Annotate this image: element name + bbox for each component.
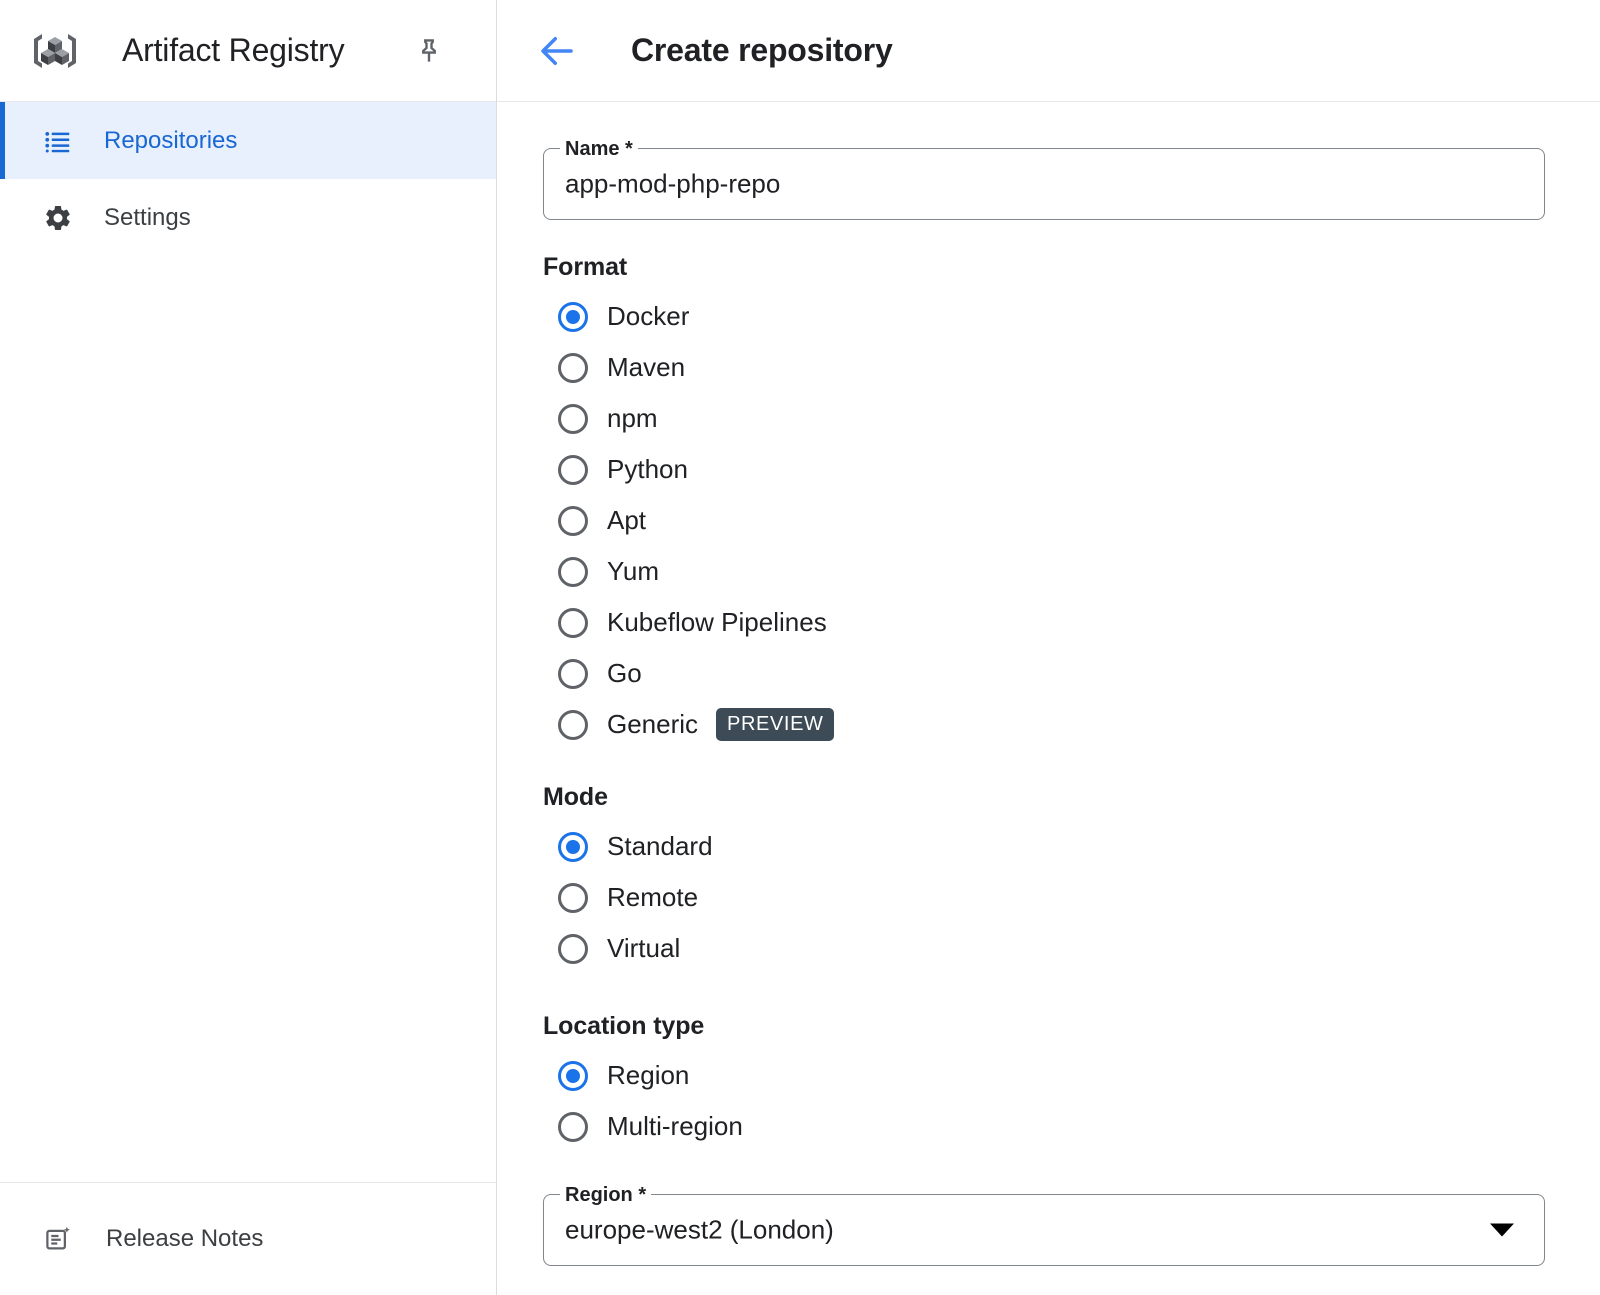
arrow-back-icon[interactable] <box>533 27 581 75</box>
list-icon <box>41 124 75 158</box>
radio-format-apt[interactable]: Apt <box>543 495 1545 546</box>
radio-format-go[interactable]: Go <box>543 648 1545 699</box>
radio-label: Go <box>607 658 642 688</box>
radio-indicator[interactable] <box>558 882 588 913</box>
region-field[interactable]: Region * <box>543 1184 1545 1266</box>
radio-format-npm[interactable]: npm <box>543 393 1545 444</box>
radio-label: Generic <box>607 709 699 739</box>
radio-format-generic[interactable]: Generic PREVIEW <box>543 699 1545 750</box>
radio-indicator[interactable] <box>558 556 588 587</box>
location-type-group-label: Location type <box>543 1012 705 1040</box>
chevron-down-icon[interactable] <box>1490 1223 1514 1237</box>
sidebar-item-label: Settings <box>104 203 191 231</box>
radio-label: Apt <box>607 505 647 535</box>
radio-format-kubeflow-pipelines[interactable]: Kubeflow Pipelines <box>543 597 1545 648</box>
release-notes-label: Release Notes <box>106 1225 264 1252</box>
main-header: Create repository <box>497 0 1600 102</box>
radio-indicator[interactable] <box>558 709 588 740</box>
radio-label: Docker <box>607 301 690 331</box>
radio-indicator[interactable] <box>558 505 588 536</box>
radio-label: Yum <box>607 556 660 586</box>
sidebar-header: Artifact Registry <box>0 0 496 102</box>
radio-indicator[interactable] <box>558 658 588 689</box>
radio-mode-virtual[interactable]: Virtual <box>543 923 1545 974</box>
radio-label: npm <box>607 403 658 433</box>
radio-format-yum[interactable]: Yum <box>543 546 1545 597</box>
format-group: Format Docker Maven npm Python <box>543 253 1545 750</box>
app-title: Artifact Registry <box>122 32 345 68</box>
radio-label: Multi-region <box>607 1111 743 1141</box>
radio-label: Kubeflow Pipelines <box>607 607 827 637</box>
name-field[interactable]: Name * <box>543 138 1545 220</box>
radio-label: Python <box>607 454 688 484</box>
radio-format-docker[interactable]: Docker <box>543 291 1545 342</box>
mode-group-label: Mode <box>543 783 608 811</box>
radio-label: Region <box>607 1060 690 1090</box>
pin-icon[interactable] <box>408 30 450 72</box>
sidebar-nav: Repositories Settings <box>0 102 496 1182</box>
name-field-label: Name * <box>560 138 638 160</box>
main-panel: Create repository Name * Format Docker M… <box>497 0 1600 1295</box>
release-notes-icon <box>41 1222 75 1256</box>
preview-badge: PREVIEW <box>716 708 835 741</box>
radio-mode-remote[interactable]: Remote <box>543 872 1545 923</box>
format-group-label: Format <box>543 253 628 281</box>
radio-indicator[interactable] <box>558 454 588 485</box>
radio-indicator[interactable] <box>558 933 588 964</box>
region-field-wrapper: Region * <box>543 1184 1545 1266</box>
gear-icon <box>41 201 75 235</box>
radio-label: Remote <box>607 882 699 912</box>
radio-label: Maven <box>607 352 686 382</box>
sidebar: Artifact Registry Repositor <box>0 0 497 1295</box>
radio-indicator[interactable] <box>558 1111 588 1142</box>
radio-location-multi-region[interactable]: Multi-region <box>543 1101 1545 1152</box>
radio-indicator[interactable] <box>558 301 588 332</box>
sidebar-item-repositories[interactable]: Repositories <box>0 102 496 179</box>
page-title: Create repository <box>631 32 893 68</box>
radio-format-python[interactable]: Python <box>543 444 1545 495</box>
radio-indicator[interactable] <box>558 1060 588 1091</box>
region-select-value[interactable] <box>565 1214 1485 1246</box>
radio-indicator[interactable] <box>558 403 588 434</box>
radio-indicator[interactable] <box>558 352 588 383</box>
sidebar-item-label: Repositories <box>104 126 238 154</box>
sidebar-item-settings[interactable]: Settings <box>0 179 496 256</box>
radio-label: Virtual <box>607 933 681 963</box>
region-field-label: Region * <box>560 1184 652 1206</box>
release-notes-button[interactable]: Release Notes <box>0 1182 496 1295</box>
radio-label: Standard <box>607 831 713 861</box>
create-repository-form: Name * Format Docker Maven npm <box>497 102 1600 1266</box>
radio-location-region[interactable]: Region <box>543 1050 1545 1101</box>
radio-mode-standard[interactable]: Standard <box>543 821 1545 872</box>
artifact-registry-cubes-icon <box>28 24 82 78</box>
mode-group: Mode Standard Remote Virtual <box>543 783 1545 974</box>
radio-indicator[interactable] <box>558 607 588 638</box>
name-input[interactable] <box>565 168 1485 200</box>
radio-indicator[interactable] <box>558 831 588 862</box>
location-type-group: Location type Region Multi-region <box>543 1012 1545 1152</box>
radio-format-maven[interactable]: Maven <box>543 342 1545 393</box>
